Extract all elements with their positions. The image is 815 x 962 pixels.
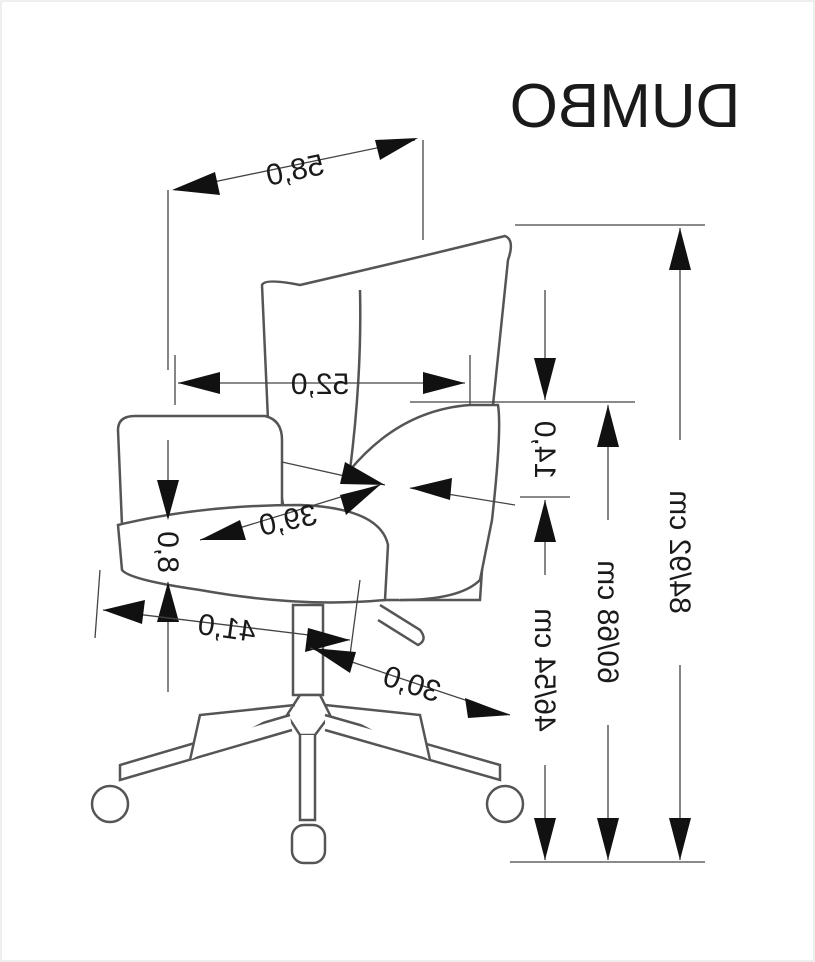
label-armrest-height: 14,0 — [528, 421, 561, 479]
label-base-radius: 30,0 — [379, 660, 445, 709]
label-total-width: 58,0 — [263, 148, 327, 192]
dimension-lines — [94, 138, 705, 863]
label-armrest-floor-height: 60/68 cm — [591, 560, 624, 683]
label-seat-thickness: 8,0 — [151, 531, 184, 573]
label-total-height: 84/92 cm — [663, 490, 696, 613]
product-title: DUMBO — [510, 72, 741, 141]
label-seat-height: 46/54 cm — [528, 608, 561, 731]
label-inner-width: 52,0 — [291, 368, 349, 401]
label-seat-width: 41,0 — [196, 608, 258, 649]
chair-illustration — [90, 234, 525, 865]
